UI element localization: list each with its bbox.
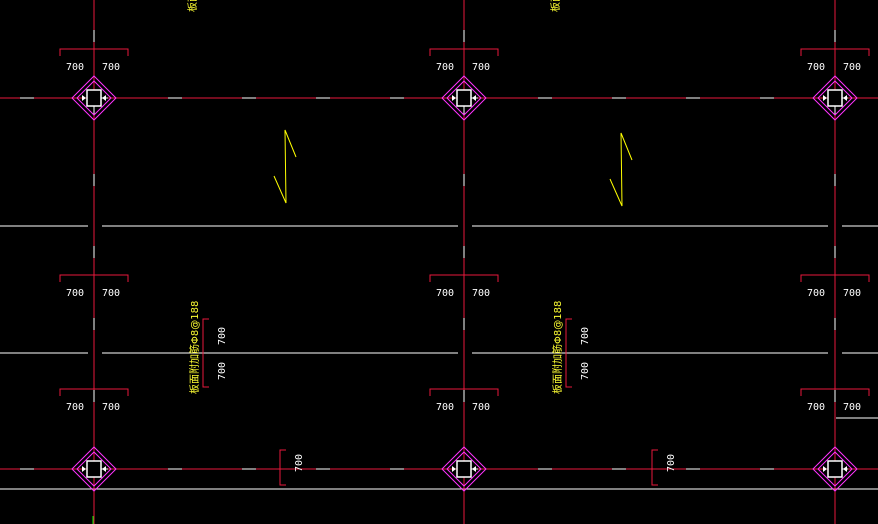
bottom-dim-group: 700 bbox=[651, 449, 677, 486]
rebar-bracket bbox=[202, 318, 209, 388]
column-square bbox=[456, 460, 472, 478]
rebar-note-top: 板面 bbox=[549, 0, 562, 12]
dimension-line bbox=[800, 388, 870, 396]
rebar-note: 板面附加筋Φ8@188 bbox=[188, 301, 201, 394]
column-symbol bbox=[441, 75, 487, 121]
column-arrow bbox=[102, 95, 106, 101]
column-symbol bbox=[812, 446, 858, 492]
dimension-label: 700 bbox=[66, 62, 84, 73]
column-square bbox=[86, 89, 102, 107]
column-diamond-inner bbox=[76, 451, 112, 487]
dimension-label: 700 bbox=[472, 288, 490, 299]
rebar-note-group: 板面附加筋Φ8@188 700 700 bbox=[551, 301, 591, 394]
column-group bbox=[71, 75, 858, 492]
rebar-note: 板面附加筋Φ8@188 bbox=[551, 301, 564, 394]
dimension-label: 700 bbox=[843, 402, 861, 413]
column-symbol bbox=[812, 75, 858, 121]
column-square bbox=[86, 460, 102, 478]
dimension-bracket: 700 700 bbox=[429, 48, 499, 73]
column-arrow bbox=[82, 95, 86, 101]
dimension-label: 700 bbox=[436, 402, 454, 413]
dimension-label: 700 bbox=[472, 62, 490, 73]
dimension-line bbox=[800, 274, 870, 282]
dimension-bracket: 700 700 bbox=[800, 274, 870, 299]
column-square bbox=[827, 460, 843, 478]
dimension-label: 700 bbox=[472, 402, 490, 413]
column-arrow bbox=[472, 95, 476, 101]
rebar-dim-label: 700 bbox=[217, 362, 228, 380]
rebar-dim-label: 700 bbox=[580, 362, 591, 380]
bottom-dim-bracket bbox=[651, 449, 658, 486]
column-diamond bbox=[441, 75, 487, 121]
dimension-label: 700 bbox=[66, 402, 84, 413]
dimension-label: 700 bbox=[102, 288, 120, 299]
dimension-line bbox=[429, 388, 499, 396]
column-arrow bbox=[82, 466, 86, 472]
dimension-line bbox=[800, 48, 870, 56]
rebar-note-top: 板面 bbox=[186, 0, 199, 12]
column-diamond bbox=[812, 446, 858, 492]
rebar-dim-label: 700 bbox=[217, 327, 228, 345]
dimension-label: 700 bbox=[843, 288, 861, 299]
dimension-bracket: 700 700 bbox=[429, 274, 499, 299]
column-symbol bbox=[71, 75, 117, 121]
dimension-label: 700 bbox=[807, 62, 825, 73]
column-symbol bbox=[71, 446, 117, 492]
break-symbols bbox=[273, 129, 633, 207]
dimension-bracket: 700 700 bbox=[59, 274, 129, 299]
column-symbol bbox=[441, 446, 487, 492]
column-square bbox=[827, 89, 843, 107]
dimension-label: 700 bbox=[102, 402, 120, 413]
bottom-dim-group: 700 bbox=[279, 449, 305, 486]
column-diamond bbox=[71, 75, 117, 121]
column-diamond-inner bbox=[446, 80, 482, 116]
column-arrow bbox=[452, 95, 456, 101]
column-arrow bbox=[102, 466, 106, 472]
dimension-line bbox=[429, 48, 499, 56]
dimension-label: 700 bbox=[436, 62, 454, 73]
bottom-dim-bracket bbox=[279, 449, 286, 486]
column-diamond-inner bbox=[76, 80, 112, 116]
dimension-bracket: 700 700 bbox=[59, 48, 129, 73]
dimension-bracket: 700 700 bbox=[429, 388, 499, 413]
dimension-label: 700 bbox=[807, 402, 825, 413]
bottom-dim-label: 700 bbox=[294, 454, 305, 472]
dimension-label: 700 bbox=[66, 288, 84, 299]
column-diamond-inner bbox=[817, 451, 853, 487]
column-diamond bbox=[812, 75, 858, 121]
column-arrow bbox=[452, 466, 456, 472]
dimension-label: 700 bbox=[843, 62, 861, 73]
column-diamond-inner bbox=[446, 451, 482, 487]
dimension-bracket: 700 700 bbox=[59, 388, 129, 413]
column-diamond-inner bbox=[817, 80, 853, 116]
dimension-bracket: 700 700 bbox=[800, 388, 870, 413]
column-arrow bbox=[843, 95, 847, 101]
dimension-label: 700 bbox=[436, 288, 454, 299]
rebar-note-group: 板面附加筋Φ8@188 700 700 bbox=[188, 301, 228, 394]
column-arrow bbox=[843, 466, 847, 472]
bottom-dim-label: 700 bbox=[666, 454, 677, 472]
dimension-label: 700 bbox=[102, 62, 120, 73]
dimension-line bbox=[59, 48, 129, 56]
dimension-line bbox=[429, 274, 499, 282]
dimension-line bbox=[59, 274, 129, 282]
dimension-line bbox=[59, 388, 129, 396]
rebar-bracket bbox=[565, 318, 572, 388]
dimension-label: 700 bbox=[807, 288, 825, 299]
column-square bbox=[456, 89, 472, 107]
rebar-dim-label: 700 bbox=[580, 327, 591, 345]
break-symbol bbox=[609, 132, 633, 207]
column-arrow bbox=[823, 95, 827, 101]
column-diamond bbox=[441, 446, 487, 492]
break-symbol bbox=[273, 129, 297, 204]
column-arrow bbox=[823, 466, 827, 472]
column-arrow bbox=[472, 466, 476, 472]
dimension-bracket: 700 700 bbox=[800, 48, 870, 73]
column-diamond bbox=[71, 446, 117, 492]
